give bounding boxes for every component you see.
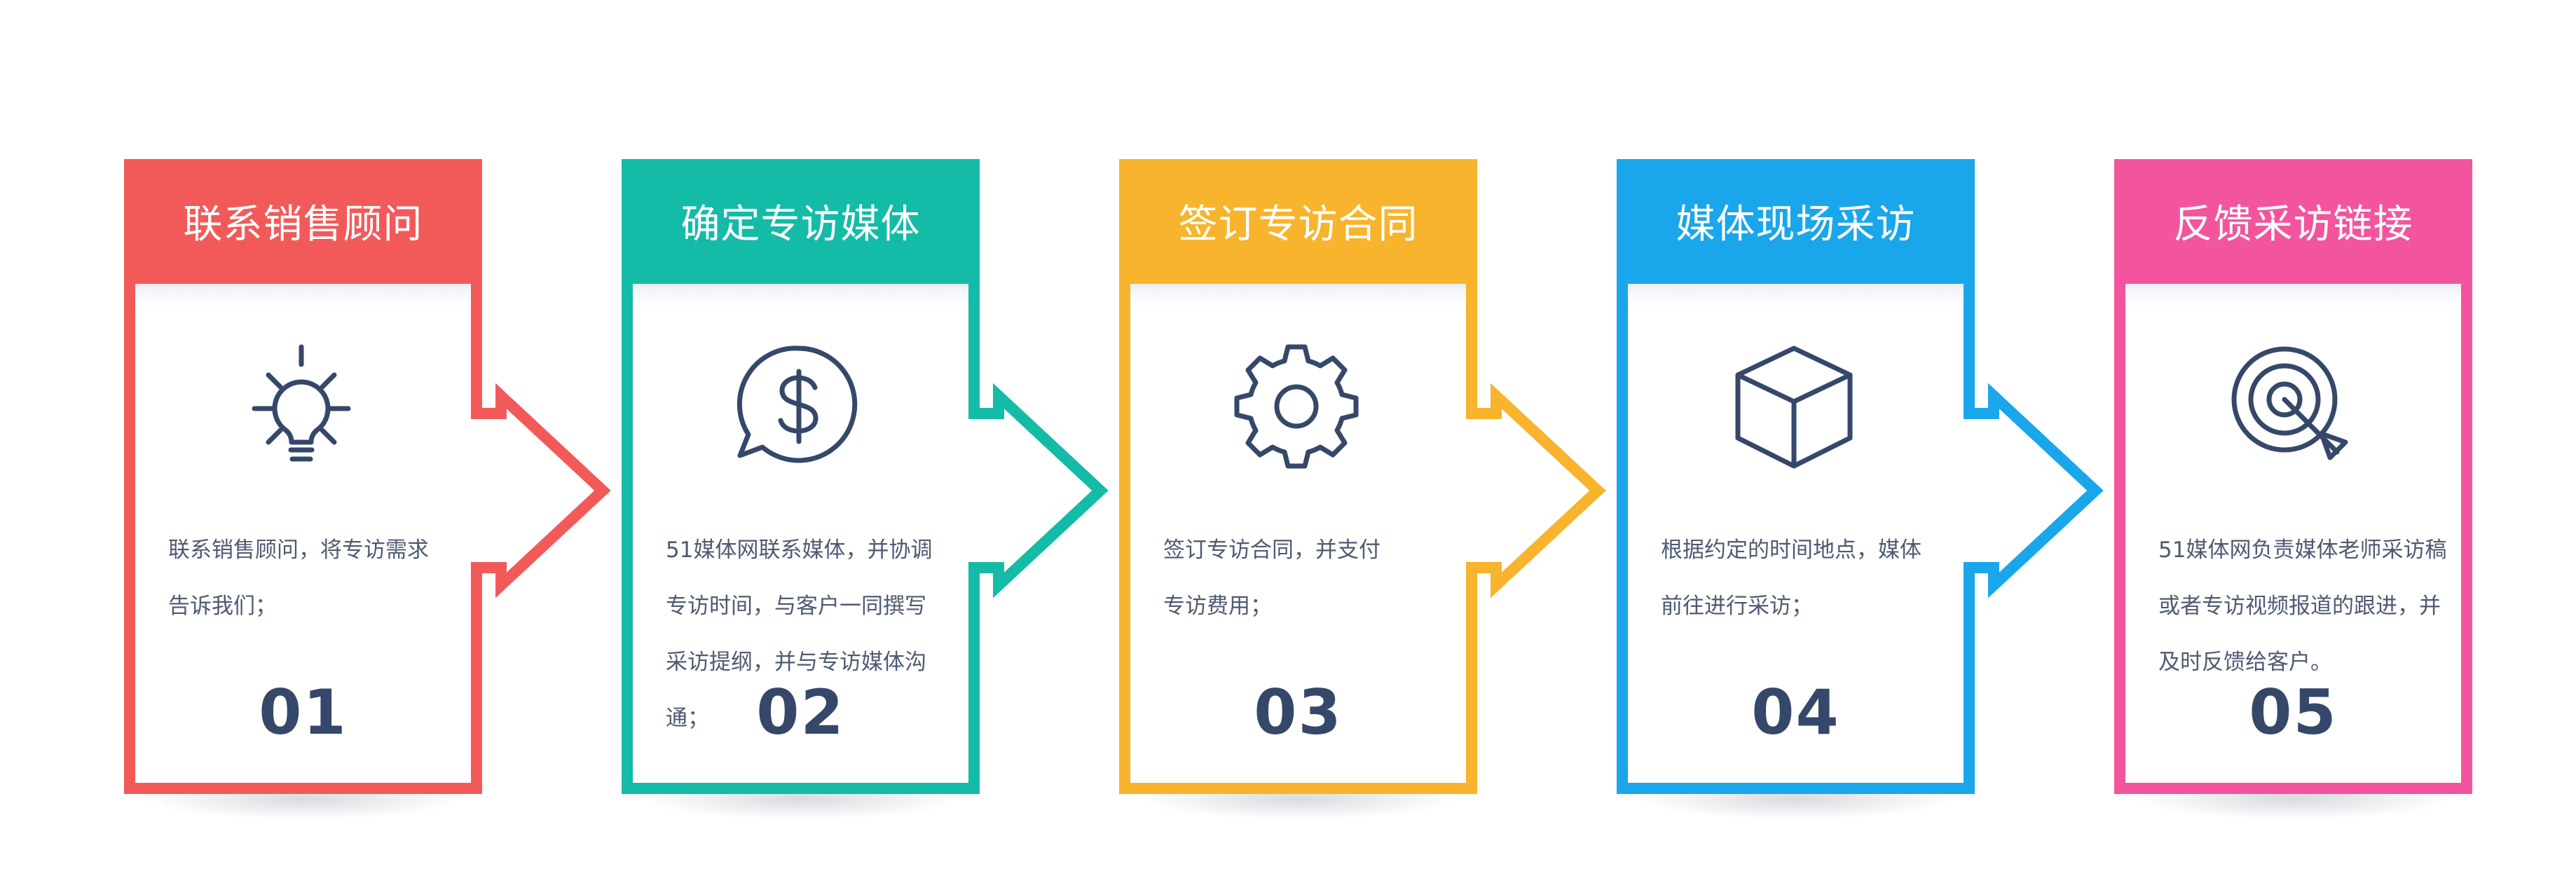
step-title: 签订专访合同 bbox=[1178, 201, 1418, 247]
gear-icon bbox=[1234, 344, 1359, 469]
dollar-bubble-icon bbox=[737, 345, 858, 463]
step-2: 确定专访媒体 51媒体网联系媒体，并协调 专访时间，与客户一同撰写 采访提纲，并… bbox=[620, 158, 1109, 820]
step-description: 根据约定的时间地点，媒体 前往进行采访； bbox=[1661, 538, 1921, 619]
step-frame bbox=[2114, 159, 2472, 794]
step-1: 联系销售顾问 联系销售顾问，将专访需求 告诉我们； 01 bbox=[123, 158, 611, 820]
step-title: 媒体现场采访 bbox=[1676, 201, 1916, 247]
step-frame bbox=[1119, 159, 1606, 794]
step-frame bbox=[622, 159, 1109, 794]
step-number: 04 bbox=[1751, 676, 1840, 748]
step-frame bbox=[124, 159, 611, 794]
step-number: 05 bbox=[2249, 676, 2338, 748]
step-4: 媒体现场采访 根据约定的时间地点，媒体 前往进行采访； 04 bbox=[1615, 158, 2104, 820]
target-icon bbox=[2231, 346, 2348, 460]
step-5: 反馈采访链接 51媒体网负责媒体老师采访稿 或者专访视频报道的跟进，并 及时反馈… bbox=[2113, 158, 2474, 820]
step-number: 01 bbox=[259, 676, 348, 748]
step-number: 03 bbox=[1254, 676, 1343, 748]
step-title: 反馈采访链接 bbox=[2173, 201, 2413, 247]
step-3: 签订专访合同 签订专访合同，并支付 专访费用； 03 bbox=[1118, 158, 1606, 820]
step-description: 51媒体网联系媒体，并协调 专访时间，与客户一同撰写 采访提纲，并与专访媒体沟通… bbox=[666, 538, 933, 731]
lightbulb-icon bbox=[252, 344, 351, 462]
step-frame bbox=[1617, 159, 2104, 794]
cube-icon bbox=[1735, 345, 1853, 469]
step-description: 签订专访合同，并支付 专访费用； bbox=[1163, 538, 1381, 619]
step-number: 02 bbox=[756, 676, 845, 748]
step-title: 联系销售顾问 bbox=[183, 201, 423, 247]
step-title: 确定专访媒体 bbox=[680, 201, 921, 247]
step-description: 51媒体网负责媒体老师采访稿 或者专访视频报道的跟进，并 及时反馈给客户。 bbox=[2158, 538, 2447, 675]
step-description: 联系销售顾问，将专访需求 告诉我们； bbox=[168, 538, 429, 619]
